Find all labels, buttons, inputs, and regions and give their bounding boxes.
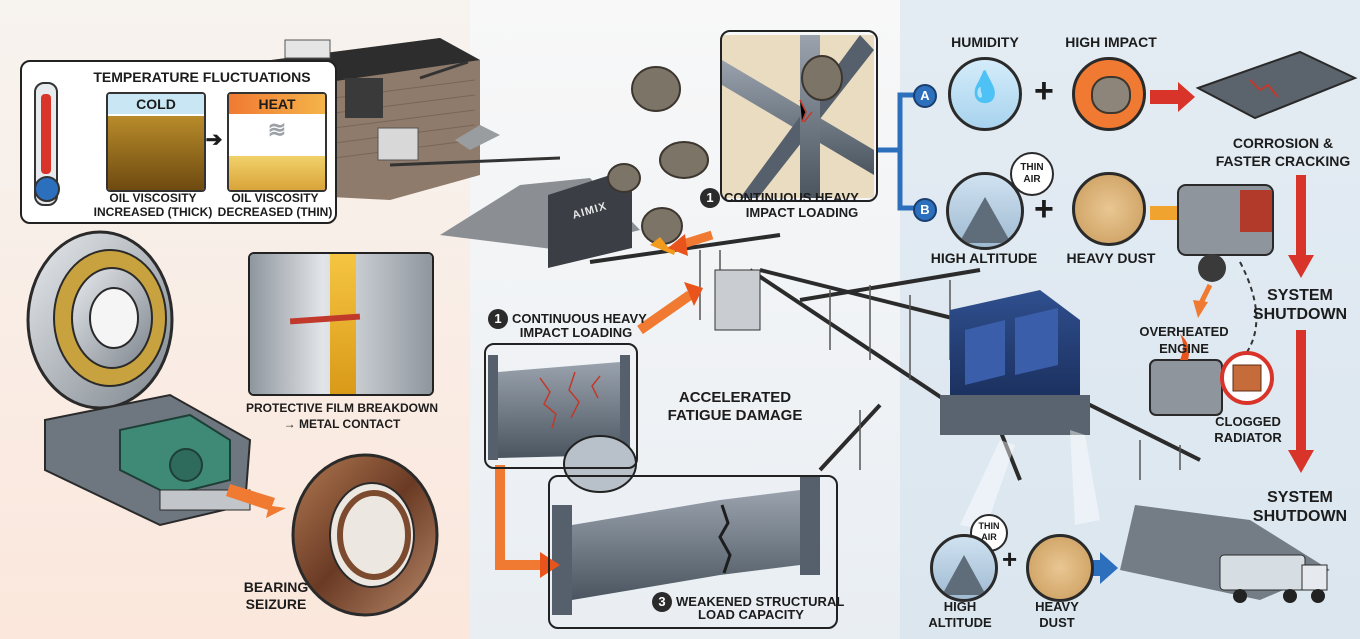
temperature-panel: TEMPERATURE FLUCTUATIONS COLD ➔ HEAT ≋ O… — [20, 60, 337, 224]
heavy-dust-label: HEAVY DUST — [1066, 250, 1156, 266]
cold-box: COLD — [106, 92, 206, 192]
impact-mid-line-2: IMPACT LOADING — [519, 325, 633, 340]
steam-icon: ≋ — [267, 117, 287, 142]
plus-sign-1: + — [1034, 72, 1054, 110]
weak-line-1: WEAKENED STRUCTURAL — [676, 594, 845, 609]
shutdown-1-line-2: SHUTDOWN — [1252, 306, 1348, 323]
heat-caption-1: OIL VISCOSITY — [231, 191, 319, 205]
bearing-assembly — [26, 230, 252, 527]
marker-b: B — [913, 198, 937, 222]
seizure-label-1: BEARING — [243, 579, 309, 595]
cold-caption-1: OIL VISCOSITY — [109, 191, 197, 205]
seizure-label-2: SEIZURE — [245, 596, 307, 612]
impact-top-line-1: CONTINUOUS HEAVY — [724, 190, 859, 205]
crossbeam-detail — [722, 35, 874, 198]
shutdown-1-line-1: SYSTEM — [1267, 287, 1333, 304]
plus-sign-3: + — [1002, 544, 1018, 574]
screening-plant — [940, 290, 1090, 435]
impact-mid-line-1: CONTINUOUS HEAVY — [512, 311, 647, 326]
bottom-altitude-line-2: ALTITUDE — [928, 615, 992, 630]
engine — [1177, 184, 1274, 282]
mountain-icon — [946, 172, 1024, 250]
overheated-line-1: OVERHEATED — [1139, 324, 1229, 339]
weakened-beam — [552, 475, 820, 615]
impact-icon — [1072, 57, 1146, 131]
humidity-icon: 💧 — [948, 57, 1022, 131]
impact-mid-label: 1 CONTINUOUS HEAVY — [488, 309, 668, 329]
cold-label: COLD — [108, 94, 204, 114]
impact-top-label: 1 CONTINUOUS HEAVY — [700, 188, 880, 208]
heat-box: HEAT ≋ — [227, 92, 327, 192]
humidity-label: HUMIDITY — [951, 34, 1019, 50]
high-altitude-label: HIGH ALTITUDE — [930, 250, 1038, 266]
marker-a: A — [913, 84, 937, 108]
bottom-mountain-icon — [930, 534, 998, 602]
weak-label: 3 WEAKENED STRUCTURAL — [652, 592, 845, 612]
film-caption-2: → METAL CONTACT — [283, 417, 401, 431]
thin-oil — [229, 156, 325, 190]
cold-caption-2: INCREASED (THICK) — [93, 205, 213, 219]
bottom-dust-line-2: DUST — [1039, 615, 1075, 630]
bottom-altitude-line-1: HIGH — [943, 599, 977, 614]
film-caption-1: PROTECTIVE FILM BREAKDOWN — [246, 401, 438, 415]
weak-badge: 3 — [652, 592, 672, 612]
high-impact-label: HIGH IMPACT — [1065, 34, 1157, 50]
bottom-dust-line-1: HEAVY — [1035, 599, 1079, 614]
right-arrow-icon: ➔ — [205, 129, 223, 151]
impact-top-badge: 1 — [700, 188, 720, 208]
seized-bearing — [291, 453, 439, 617]
fatigue-line-1: ACCELERATED — [678, 389, 792, 406]
heat-label: HEAT — [229, 94, 325, 114]
temperature-title: TEMPERATURE FLUCTUATIONS — [93, 69, 311, 85]
corrosion-line-1: CORROSION & — [1232, 135, 1334, 151]
bottom-dust-icon — [1026, 534, 1094, 602]
fatigue-panel — [484, 343, 638, 469]
weak-line-2: LOAD CAPACITY — [698, 607, 804, 622]
thick-oil — [108, 116, 204, 190]
heat-caption-2: DECREASED (THIN) — [217, 205, 333, 219]
thin-air-bubble: THIN AIR — [1010, 152, 1054, 196]
impact-top-line-2: IMPACT LOADING — [745, 205, 859, 220]
thermometer-icon — [34, 82, 60, 206]
oil-film — [330, 254, 356, 394]
dust-icon — [1072, 172, 1146, 246]
plus-sign-2: + — [1034, 190, 1054, 228]
clogged-line-1: CLOGGED — [1215, 414, 1281, 429]
cracked-beam-detail — [488, 355, 637, 493]
weakened-panel — [548, 475, 838, 629]
clogged-line-2: RADIATOR — [1214, 430, 1282, 445]
overheated-engine-icon — [1149, 334, 1223, 416]
fatigue-line-2: FATIGUE DAMAGE — [667, 407, 803, 424]
corrosion-line-2: FASTER CRACKING — [1215, 153, 1351, 169]
impact-mid-badge: 1 — [488, 309, 508, 329]
overheated-line-2: ENGINE — [1159, 341, 1209, 356]
crossbeam-panel — [720, 30, 878, 202]
shutdown-2-line-2: SHUTDOWN — [1252, 508, 1348, 525]
film-breakdown-panel — [248, 252, 434, 396]
dump-truck — [1219, 554, 1328, 603]
shutdown-2-line-1: SYSTEM — [1267, 489, 1333, 506]
